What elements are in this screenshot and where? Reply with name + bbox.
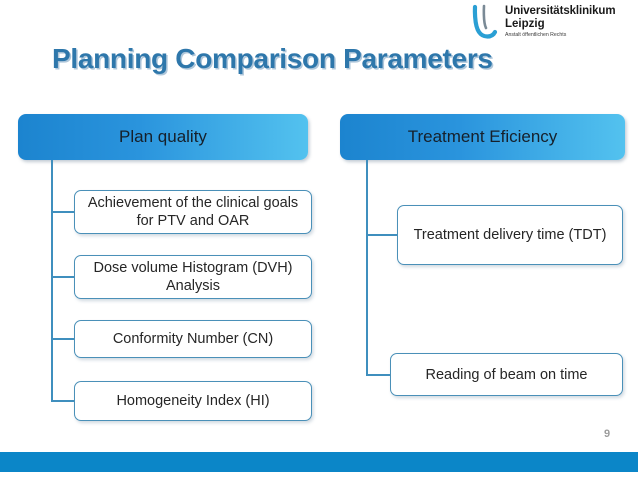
connector-trunk-left xyxy=(51,160,53,402)
connector-trunk-right xyxy=(366,160,368,375)
node-plan-quality-3: Conformity Number (CN) xyxy=(74,320,312,358)
connector-branch-right-2 xyxy=(366,374,391,376)
node-plan-quality-2: Dose volume Histogram (DVH) Analysis xyxy=(74,255,312,299)
node-label: Treatment delivery time (TDT) xyxy=(413,227,607,243)
column-header-label: Plan quality xyxy=(119,127,207,146)
connector-branch-left-1 xyxy=(51,211,75,213)
node-treatment-eficiency-2: Reading of beam on time xyxy=(390,353,623,396)
node-label: Homogeneity Index (HI) xyxy=(116,393,270,409)
column-header-label: Treatment Eficiency xyxy=(407,127,558,146)
column-header-treatment-eficiency: Treatment Eficiency xyxy=(340,114,625,160)
node-label: Dose volume Histogram (DVH) Analysis xyxy=(93,260,293,294)
page-number: 9 xyxy=(604,428,611,440)
node-label: Conformity Number (CN) xyxy=(112,331,274,347)
connector-branch-left-4 xyxy=(51,400,75,402)
logo-wordmark: Universitätsklinikum Leipzig Anstalt öff… xyxy=(505,4,616,39)
footer-bar xyxy=(0,452,638,472)
logo-line-1: Universitätsklinikum xyxy=(505,5,616,17)
node-plan-quality-4: Homogeneity Index (HI) xyxy=(74,381,312,421)
logo-subtitle: Anstalt öffentlichen Rechts xyxy=(505,32,567,38)
node-label: Achievement of the clinical goals for PT… xyxy=(87,195,299,229)
node-label: Reading of beam on time xyxy=(425,366,588,383)
logo-swoosh-icon xyxy=(470,4,502,42)
logo-line-2: Leipzig xyxy=(505,17,545,30)
connector-branch-left-2 xyxy=(51,276,75,278)
node-treatment-eficiency-1: Treatment delivery time (TDT) xyxy=(397,205,623,265)
university-logo: Universitätsklinikum Leipzig Anstalt öff… xyxy=(470,4,634,46)
connector-branch-right-1 xyxy=(366,234,398,236)
node-plan-quality-1: Achievement of the clinical goals for PT… xyxy=(74,190,312,234)
column-header-plan-quality: Plan quality xyxy=(18,114,308,160)
connector-branch-left-3 xyxy=(51,338,75,340)
page-title: Planning Comparison Parameters xyxy=(52,43,493,74)
